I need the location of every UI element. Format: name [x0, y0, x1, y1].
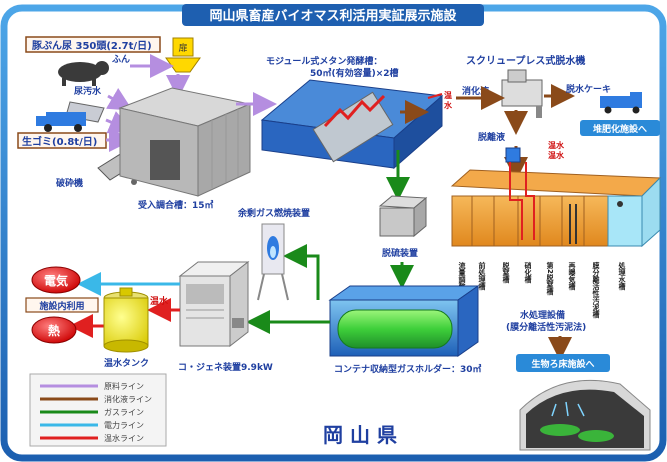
methane-tank-capacity: 50㎥(有効容量)×2槽: [310, 67, 399, 79]
dewatered-cake-label: 脱水ケーキ: [566, 83, 611, 95]
crusher-label: 破砕機: [56, 177, 83, 189]
screw-press-label: スクリュープレス式脱水機: [466, 54, 585, 67]
cogeneration-unit-icon: [178, 260, 250, 348]
facility-use-box: [25, 297, 99, 313]
legend: 原料ライン 消化液ライン ガスライン 電力ライン 温水ライン: [29, 373, 167, 447]
title-banner: [182, 4, 484, 26]
tank-label: 第2脱窒槽: [546, 261, 554, 296]
heat-label: 熱: [48, 323, 60, 338]
urine-label: 尿汚水: [74, 85, 102, 97]
manure-label: ふん: [112, 54, 130, 65]
tank-label: 再曝気槽: [568, 262, 577, 291]
pig-manure-box: [25, 36, 161, 53]
tank-label: 処理水槽: [618, 261, 627, 291]
gas-holder-label: コンテナ収納型ガスホルダー：30㎥: [334, 363, 482, 375]
desulfurizer-icon: [378, 195, 428, 238]
garbage-label: 生ゴミ(0.8t/日): [22, 135, 97, 148]
legend-label: 消化液ライン: [104, 394, 152, 404]
electricity-icon: [31, 266, 81, 294]
tank-label: 膜分離活性汚泥槽: [592, 261, 601, 319]
hot-water-tank-icon: [103, 287, 149, 353]
separated-liquid-label: 脱離液: [478, 131, 506, 143]
dump-truck-icon: [600, 92, 642, 114]
water-treatment-tank-icon: [450, 147, 662, 248]
greenhouse-icon: [519, 379, 651, 451]
biofilter-facility-badge: [516, 354, 610, 372]
digestate-label: 消化液: [462, 85, 490, 97]
tank-label: 硝化槽: [524, 261, 532, 284]
cogeneration-label: コ・ジェネ装置9.9kW: [178, 361, 273, 373]
svg-text:扉: 扉: [178, 42, 187, 54]
excess-gas-burner-icon: [257, 223, 289, 301]
tank-labels: 流量調整槽 前処理槽 脱窒槽 硝化槽 第2脱窒槽 再曝気槽 膜分離活性汚泥槽 処…: [458, 261, 627, 319]
page-title: 岡山県畜産バイオマス利活用実証展示施設: [209, 8, 457, 24]
svg-text:温: 温: [444, 90, 452, 100]
electricity-label: 電気: [44, 273, 68, 288]
tank-label: 前処理槽: [478, 261, 487, 291]
legend-label: 電力ライン: [104, 420, 144, 430]
legend-label: 原料ライン: [104, 381, 144, 391]
compost-facility-label: 堆肥化施設へ: [593, 123, 647, 135]
water-treatment-label: 水処理設備: [520, 309, 565, 321]
biofilter-facility-label: 生物ろ床施設へ: [531, 358, 594, 370]
facility-use-label: 施設内利用: [39, 300, 84, 312]
gas-holder-icon: [328, 285, 480, 357]
tank-label: 流量調整槽: [458, 261, 467, 298]
hot-water-label-a: 温水: [548, 140, 565, 150]
methane-tank-icon: [260, 79, 444, 170]
screw-press-icon: [501, 69, 543, 118]
hot-water-label-b: 温水: [548, 150, 565, 160]
legend-label: ガスライン: [104, 407, 144, 417]
excess-gas-label: 余剰ガス燃焼装置: [237, 207, 310, 219]
compost-facility-badge: [580, 120, 660, 136]
hot-water-tank-label: 温水タンク: [104, 357, 149, 369]
svg-text:水: 水: [443, 100, 453, 110]
garbage-truck-icon: [36, 101, 105, 132]
legend-label: 温水ライン: [104, 433, 144, 443]
water-treatment-method: (膜分離活性汚泥法): [506, 321, 586, 333]
methane-tank-label: モジュール式メタン発酵槽：: [266, 55, 382, 67]
heat-icon: [31, 316, 77, 344]
footer-label: 岡 山 県: [323, 423, 397, 447]
receiving-tank-label: 受入調合槽：15㎥: [138, 199, 214, 211]
pig-icon: [58, 61, 109, 86]
pig-manure-label: 豚ぷん尿 350頭(2.7t/日): [32, 40, 152, 52]
desulfurizer-label: 脱硫装置: [382, 247, 418, 259]
tank-label: 脱窒槽: [502, 261, 510, 284]
hot-water-output-label: 温水: [150, 295, 169, 307]
receiving-building-icon: [118, 87, 252, 197]
